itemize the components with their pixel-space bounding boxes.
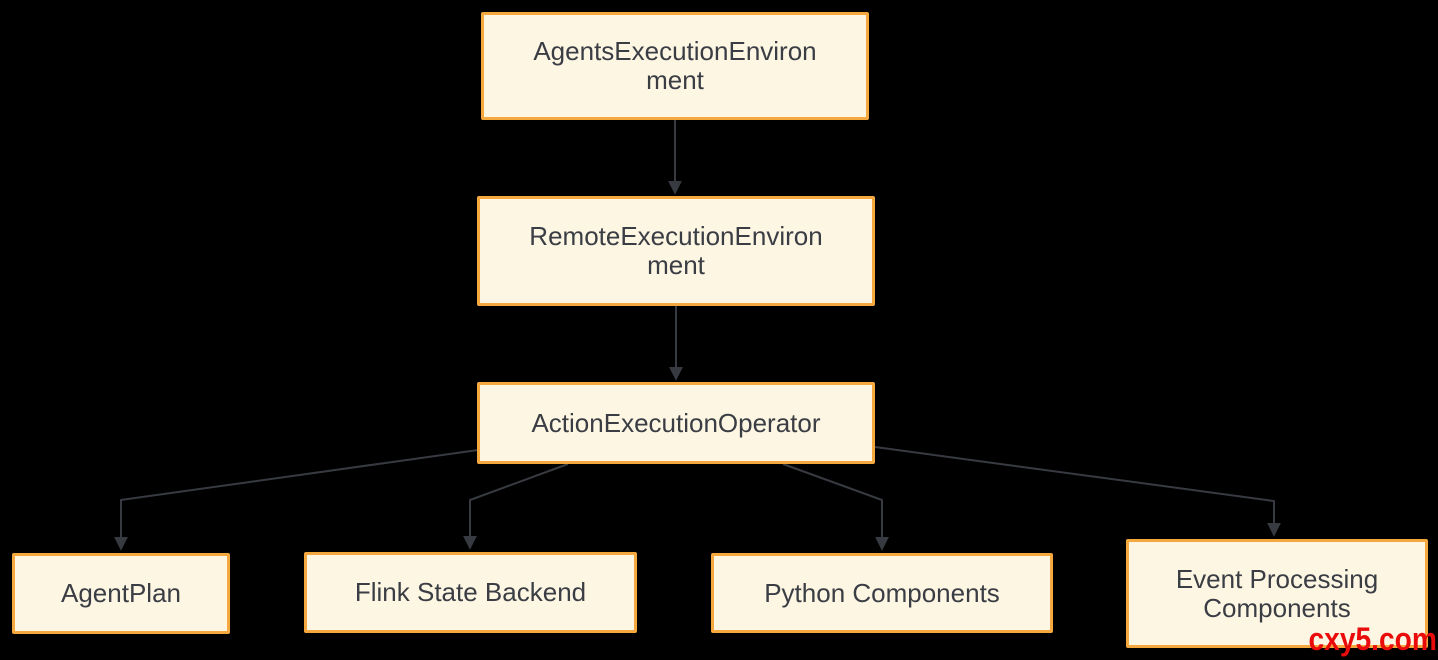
- edge-action-to-python: [782, 463, 889, 551]
- node-action-execution-operator: ActionExecutionOperator: [477, 382, 875, 464]
- node-agent-plan: AgentPlan: [12, 553, 230, 634]
- edge-action-to-flink: [463, 463, 569, 550]
- node-python-components: Python Components: [711, 553, 1053, 633]
- edge-action-to-agentplan: [114, 449, 479, 551]
- node-flink-state-backend: Flink State Backend: [304, 552, 637, 633]
- node-event-processing-components: Event Processing Components: [1126, 539, 1428, 648]
- edge-action-to-event: [874, 446, 1281, 537]
- node-remote-execution-environment: RemoteExecutionEnviron ment: [477, 196, 875, 306]
- watermark-text: cxy5.com: [1308, 621, 1437, 657]
- node-agents-execution-environment: AgentsExecutionEnviron ment: [481, 12, 869, 120]
